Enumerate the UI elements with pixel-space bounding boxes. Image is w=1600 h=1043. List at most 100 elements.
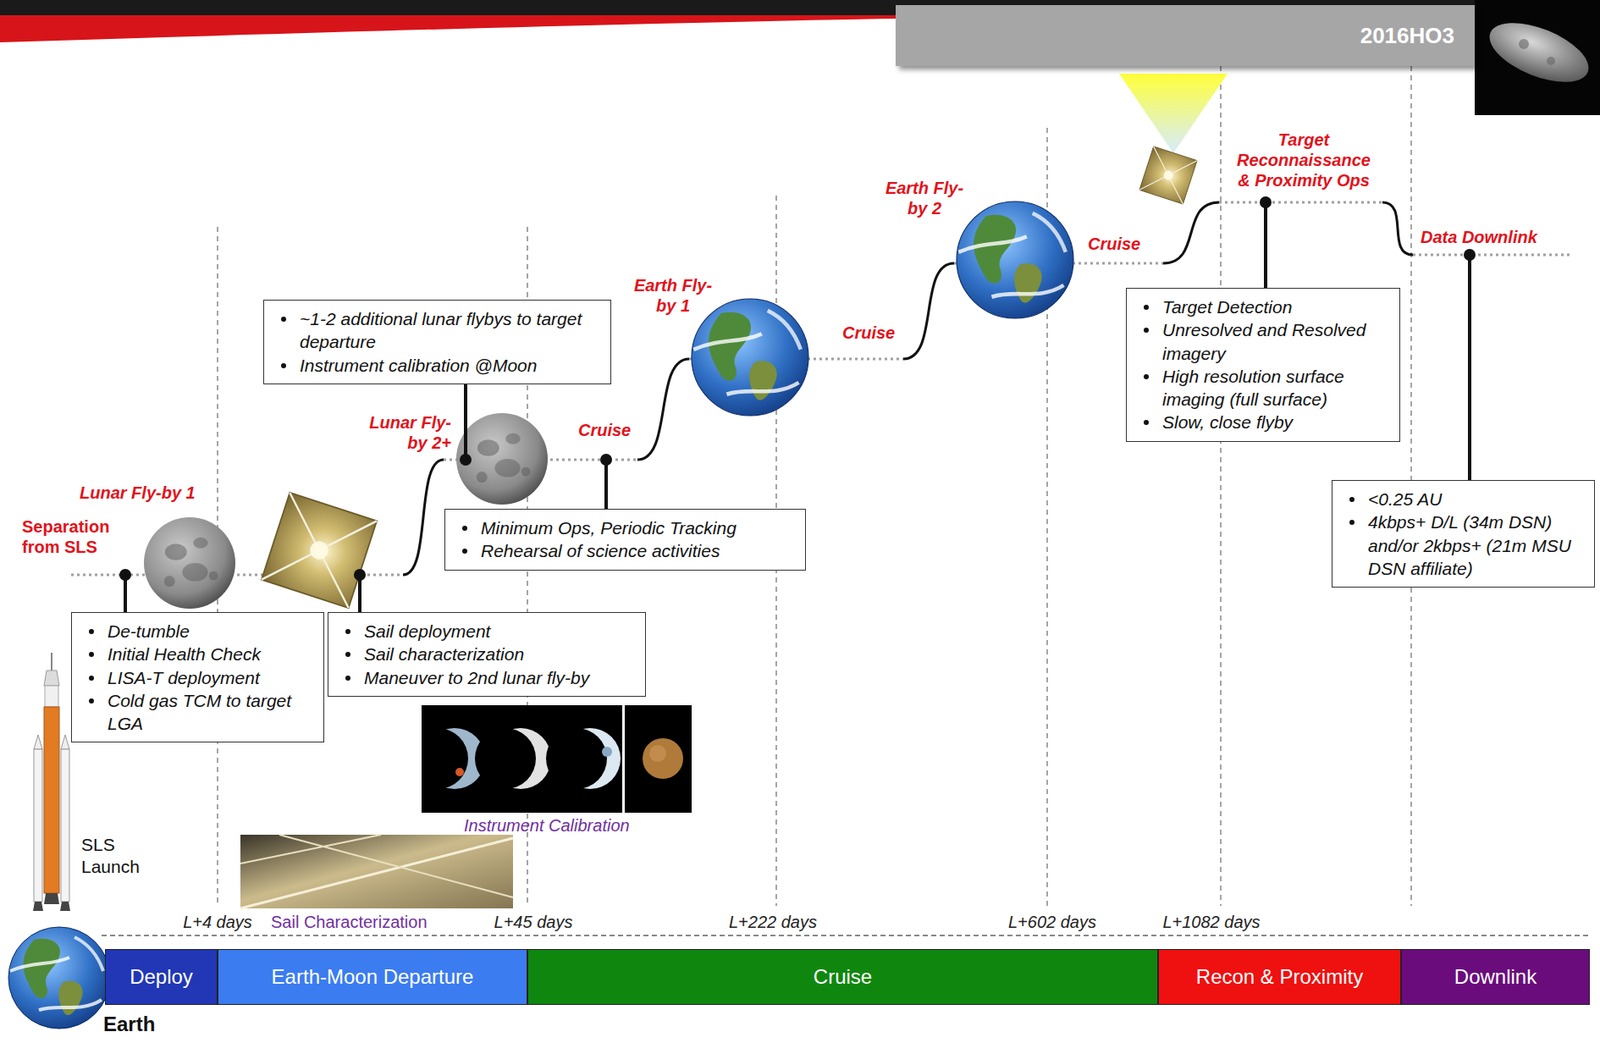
- light-cone: [1119, 73, 1228, 154]
- calibration-photos: [546, 728, 607, 789]
- bullet-dot: [88, 698, 94, 704]
- text-row: Sail deployment: [338, 619, 637, 643]
- bullet-dot: [462, 525, 468, 531]
- calibration-photos: [624, 705, 692, 813]
- bullet-dot: [1143, 327, 1149, 333]
- time-axis: [101, 934, 1592, 937]
- calibration-photos: [601, 746, 613, 757]
- event-dot: [459, 453, 472, 466]
- event-label: Earth Fly-by 2: [882, 177, 967, 219]
- bullet-dot: [281, 316, 287, 322]
- trajectory-curve: [402, 459, 444, 575]
- calibration-photos: [421, 728, 469, 789]
- calibration-photos: [474, 728, 536, 789]
- bullet-dot: [281, 363, 287, 369]
- sls-rocket: [33, 652, 71, 911]
- phase-label: Cruise: [842, 322, 895, 343]
- event-dot: [353, 568, 366, 581]
- text-row: High resolution surface imaging (full su…: [1136, 364, 1391, 412]
- earth-icon: [956, 201, 1074, 319]
- leader-stem: [1467, 254, 1472, 480]
- target-banner: 2016HO3: [895, 5, 1475, 67]
- asteroid-image: [1474, 0, 1600, 116]
- callout-text: <0.25 AU: [1368, 487, 1442, 511]
- sls-rocket: [44, 706, 60, 894]
- text-row: Initial Health Check: [82, 642, 315, 666]
- event-label: Separation from SLS: [22, 516, 124, 558]
- bullet-dot: [88, 675, 94, 681]
- earth-icon: [8, 926, 111, 1029]
- callout-text: Rehearsal of science activities: [480, 539, 720, 563]
- callout-box: ~1-2 additional lunar flybys to target d…: [263, 299, 612, 385]
- text-row: LISA-T deployment: [82, 666, 315, 690]
- bullet-dot: [345, 675, 351, 681]
- callout-box: Minimum Ops, Periodic TrackingRehearsal …: [444, 508, 806, 571]
- event-label: Earth Fly-by 1: [630, 275, 716, 316]
- trajectory-curve: [637, 358, 690, 460]
- image-caption: Instrument Calibration: [463, 816, 630, 836]
- sls-rocket: [33, 901, 44, 911]
- sail-photo: [240, 834, 514, 909]
- trajectory-curve: [903, 263, 955, 359]
- event-dot: [119, 196, 1476, 581]
- text-row: Cruise: [813, 965, 872, 989]
- sls-rocket: [60, 749, 70, 902]
- phase-band: Cruise: [527, 948, 1159, 1005]
- phase-label: Cruise: [1087, 233, 1141, 254]
- text-row: Sail characterization: [338, 642, 637, 666]
- sls-rocket: [44, 670, 60, 686]
- asteroid-image: [1546, 56, 1556, 66]
- text-row: ~1-2 additional lunar flybys to target d…: [274, 307, 602, 354]
- callout-text: De-tumble: [107, 619, 190, 643]
- text-row: Instrument calibration @Moon: [274, 353, 602, 377]
- bullet-dot: [1143, 374, 1149, 380]
- calibration-photos: [474, 728, 552, 789]
- phase-band: Recon & Proximity: [1158, 948, 1402, 1005]
- event-dot: [119, 568, 132, 581]
- planet-label: Earth: [103, 1012, 155, 1037]
- phase-name: Earth-Moon Departure: [271, 965, 475, 989]
- leader-stem: [604, 459, 608, 509]
- text-row: Cold gas TCM to target LGA: [82, 689, 315, 736]
- text-row: Downlink: [1454, 965, 1537, 989]
- event-label: Data Downlink: [1420, 226, 1538, 248]
- callout-text: ~1-2 additional lunar flybys to target d…: [299, 307, 602, 354]
- sls-rocket: [33, 749, 43, 902]
- time-tick-label: L+222 days: [726, 912, 820, 933]
- time-tick-label: L+602 days: [1005, 912, 1099, 933]
- phase-name: Deploy: [129, 965, 194, 989]
- callout-box: <0.25 AU4kbps+ D/L (34m DSN) and/or 2kbp…: [1331, 480, 1595, 588]
- phase-label: Cruise: [578, 419, 631, 441]
- callout-text: Cold gas TCM to target LGA: [107, 689, 315, 736]
- moon-icon: [143, 517, 236, 609]
- bullet-dot: [1349, 519, 1355, 525]
- event-dot: [1259, 196, 1272, 209]
- phase-band: Deploy: [104, 948, 218, 1005]
- sls-rocket: [44, 685, 59, 707]
- time-tick-label: L+1082 days: [1159, 912, 1263, 933]
- callout-text: Sail deployment: [364, 619, 491, 643]
- leader-stem: [1263, 202, 1268, 288]
- trajectory-segment: [1219, 201, 1383, 205]
- earth-icon: [691, 298, 809, 416]
- callout-text: Slow, close flyby: [1162, 410, 1293, 434]
- sail-photo: [240, 834, 381, 864]
- time-tick-label: L+4 days: [180, 912, 255, 933]
- text-row: 4kbps+ D/L (34m DSN) and/or 2kbps+ (21m …: [1342, 510, 1586, 580]
- callout-box: Sail deploymentSail characterizationMane…: [327, 612, 646, 697]
- text-row: Target Detection: [1136, 295, 1391, 319]
- calibration-photos: [455, 767, 464, 777]
- text-row: De-tumble: [82, 619, 315, 643]
- callout-text: High resolution surface imaging (full su…: [1162, 364, 1391, 412]
- phase-name: Downlink: [1454, 965, 1537, 989]
- text-row: Recon & Proximity: [1196, 965, 1363, 989]
- calibration-photos: [546, 728, 621, 789]
- time-tick-label: L+45 days: [491, 912, 576, 933]
- trajectory-segment: [1412, 253, 1573, 257]
- text-row: 2016HO3: [1360, 22, 1455, 50]
- calibration-photos: [649, 744, 667, 762]
- sail-photo: [240, 838, 514, 909]
- text-row: Rehearsal of science activities: [455, 539, 797, 563]
- leader-stem: [463, 384, 468, 460]
- target-name: 2016HO3: [1360, 22, 1455, 50]
